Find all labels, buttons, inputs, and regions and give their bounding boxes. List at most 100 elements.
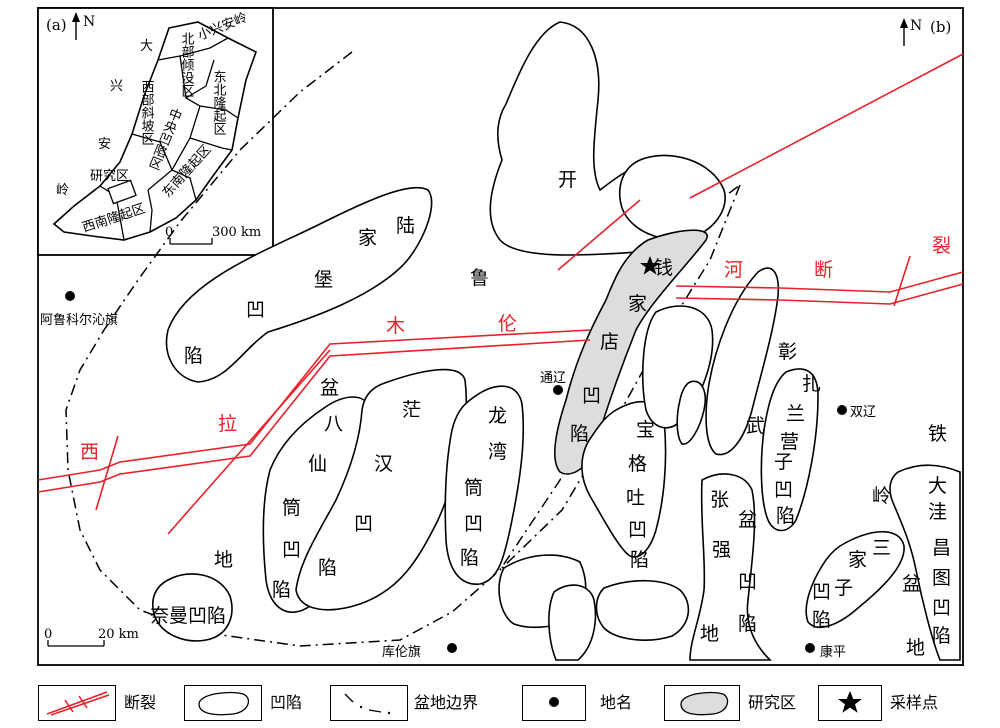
label-dawachang-1: 大 — [928, 475, 947, 497]
label-tieling-2: 岭 — [872, 485, 891, 507]
fault-label-6: 断 — [814, 259, 833, 281]
label-kailu-1: 开 — [558, 169, 577, 191]
label-qianjiadian-1: 钱 — [654, 257, 673, 279]
label-zhangqiang-4: 陷 — [738, 613, 757, 635]
place-dot-arukeerqin — [65, 291, 75, 301]
depression-moganghan — [295, 368, 468, 611]
fault-label-4: 伦 — [498, 313, 517, 335]
label-baxiantong-3: 筒 — [282, 497, 301, 519]
label-qianjiadian-3: 店 — [600, 331, 619, 353]
legend-boundary-swatch — [330, 685, 408, 721]
label-sanjiazi-5: 陷 — [812, 609, 831, 631]
label-moganghan-1: 茫 — [402, 399, 421, 421]
label-zhangqiang-1: 张 — [710, 489, 729, 511]
label-sanjiazi-3: 子 — [834, 577, 853, 599]
label-dawachang-4: 图 — [932, 567, 951, 589]
label-dawachang-5: 凹 — [932, 597, 951, 619]
label-moganghan-3: 凹 — [354, 513, 373, 535]
depression-minor-4 — [548, 584, 597, 661]
label-longwantong-4: 凹 — [464, 513, 483, 535]
depression-zhalanyingzi — [760, 368, 819, 532]
inset-scale-zero: 0 — [165, 225, 173, 240]
inset-panel-label: (a) — [46, 16, 67, 34]
depression-sanjiazi — [805, 530, 905, 628]
label-baogetu-3: 吐 — [626, 487, 645, 509]
place-dot-kulun — [447, 643, 457, 653]
star-icon — [838, 691, 862, 713]
label-baogetu-5: 陷 — [630, 549, 649, 571]
legend-sample-label: 采样点 — [890, 693, 939, 712]
label-basin-pen: 盆 — [320, 377, 339, 399]
inset-northeast-uplift: 东北隆起区 — [211, 70, 227, 135]
place-dot-shuangliao — [837, 405, 847, 415]
label-dawachang-3: 昌 — [932, 537, 951, 559]
legend-depression-label: 凹陷 — [270, 693, 303, 712]
label-zhangqiang-2: 强 — [712, 539, 731, 561]
legend-study-swatch — [664, 685, 740, 721]
label-kailu-2: 鲁 — [470, 267, 489, 289]
main-scale-label: 20 km — [98, 627, 139, 642]
label-zhalan-6: 陷 — [776, 505, 795, 527]
map-frame — [37, 7, 964, 666]
label-baogetu-1: 宝 — [636, 419, 655, 441]
legend-place-swatch — [522, 685, 586, 721]
inset-scale-label: 300 km — [212, 225, 261, 240]
basin-boundary-mid — [499, 184, 741, 571]
label-zhalan-3: 营 — [780, 431, 799, 453]
fault-label-7: 裂 — [932, 235, 951, 257]
label-baogetu-4: 凹 — [628, 519, 647, 541]
label-baxiantong-5: 陷 — [272, 579, 291, 601]
label-sanjiazi-2: 家 — [848, 549, 867, 571]
place-shuangliao: 双辽 — [850, 405, 876, 420]
legend-depression-swatch — [184, 685, 262, 721]
label-zhangqiang-3: 凹 — [738, 571, 757, 593]
label-sanjiazi-4: 凹 — [812, 581, 831, 603]
label-zhangqiang-pen: 盆 — [738, 509, 757, 531]
place-dot-tongliao — [553, 385, 563, 395]
inset-study-area-label: 研究区 — [90, 169, 129, 184]
main-scale-zero: 0 — [44, 627, 52, 642]
label-lujiabao-4: 凹 — [246, 299, 265, 321]
place-tongliao: 通辽 — [540, 371, 566, 386]
label-zhangwu-1: 彰 — [778, 341, 797, 363]
main-panel-label: (b) — [930, 18, 951, 36]
label-qianjiadian-2: 家 — [628, 293, 647, 315]
inset-map: (a) N 大 兴 安 岭 小兴安岭 北部倾没区 西部斜坡区 东北隆起区 中央凹… — [37, 7, 274, 256]
depression-dawachang — [889, 464, 961, 661]
label-dawachang-6: 陷 — [932, 625, 951, 647]
depression-zhangwu — [705, 267, 780, 456]
legend-place-label: 地名 — [600, 693, 633, 712]
label-longwantong-3: 筒 — [464, 477, 483, 499]
inset-range-char-3: 安 — [98, 137, 111, 152]
label-longwantong-2: 湾 — [488, 441, 507, 463]
label-longwantong-5: 陷 — [460, 547, 479, 569]
label-tieling-di: 地 — [906, 637, 925, 659]
label-lujiabao-1: 陆 — [396, 215, 415, 237]
label-tieling-pen: 盆 — [902, 573, 921, 595]
label-qianjiadian-5: 陷 — [570, 423, 589, 445]
label-sanjiazi-1: 三 — [872, 537, 891, 559]
fault-xilamulun — [37, 53, 964, 535]
depression-lujiabao — [165, 186, 433, 383]
label-lujiabao-3: 堡 — [314, 269, 333, 291]
depression-longwantong — [444, 385, 525, 585]
label-baxiantong-1: 八 — [324, 413, 343, 435]
inset-basin-outline — [52, 21, 257, 241]
label-zhalan-4: 子 — [774, 451, 793, 473]
fault-label-3: 木 — [386, 315, 405, 337]
label-baogetu-2: 格 — [628, 453, 647, 475]
depression-minor-6 — [689, 473, 772, 661]
place-dot-icon — [549, 697, 559, 707]
label-basin-di: 地 — [214, 549, 233, 571]
label-tieling-1: 铁 — [928, 423, 947, 445]
depression-naiman — [152, 573, 233, 642]
main-north-label: N — [910, 18, 922, 34]
label-baxiantong-4: 凹 — [282, 539, 301, 561]
label-zhalan-2: 兰 — [786, 403, 805, 425]
label-baxiantong-2: 仙 — [308, 453, 327, 475]
legend-boundary-label: 盆地边界 — [414, 693, 479, 712]
label-zhalan-5: 凹 — [774, 479, 793, 501]
label-lujiabao-5: 陷 — [184, 345, 203, 367]
legend-study-label: 研究区 — [748, 693, 797, 712]
